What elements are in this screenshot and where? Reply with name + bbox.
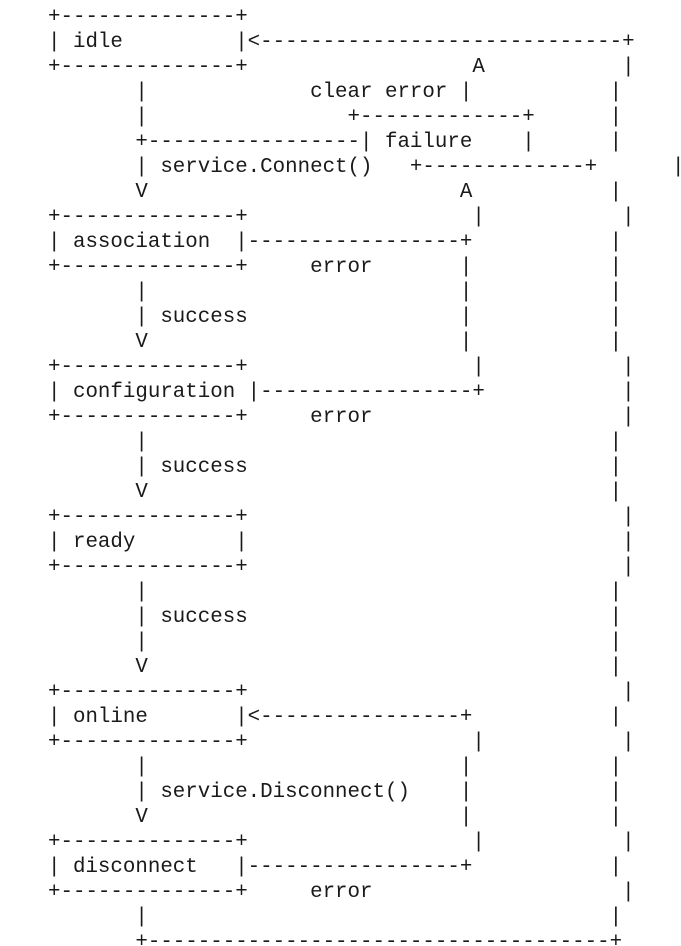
diagram-line: +--------------+ A |	[48, 56, 635, 79]
diagram-line: | association |-----------------+ |	[48, 231, 622, 254]
diagram-line: V |	[48, 656, 622, 679]
diagram-line: +--------------+ | |	[48, 356, 635, 379]
diagram-line: V A |	[48, 181, 622, 204]
diagram-line: +--------------+ error |	[48, 406, 635, 429]
diagram-line: | idle |<-----------------------------+	[48, 31, 635, 54]
diagram-line: V | |	[48, 806, 622, 829]
diagram-line: V | |	[48, 331, 622, 354]
diagram-line: | service.Connect() +-------------+ |	[48, 156, 681, 179]
diagram-line: | disconnect |-----------------+ |	[48, 856, 622, 879]
diagram-line: | |	[48, 581, 622, 604]
diagram-line: +-----------------| failure | |	[48, 131, 622, 154]
diagram-line: +--------------+ | |	[48, 831, 635, 854]
diagram-line: | |	[48, 631, 622, 654]
diagram-line: | +-------------+ |	[48, 106, 622, 129]
diagram-line: +--------------+ |	[48, 681, 635, 704]
diagram-line: +--------------+ |	[48, 556, 635, 579]
diagram-line: | success |	[48, 456, 622, 479]
diagram-line: +-------------------------------------+	[48, 931, 622, 946]
diagram-line: | ready | |	[48, 531, 635, 554]
diagram-line: | clear error | |	[48, 81, 622, 104]
diagram-line: | |	[48, 431, 622, 454]
diagram-line: | configuration |-----------------+ |	[48, 381, 635, 404]
diagram-line: +--------------+ |	[48, 506, 635, 529]
diagram-line: | | |	[48, 281, 622, 304]
diagram-line: | | |	[48, 756, 622, 779]
diagram-line: | service.Disconnect() | |	[48, 781, 622, 804]
diagram-line: | |	[48, 906, 622, 929]
diagram-line: +--------------+	[48, 6, 248, 29]
diagram-line: V |	[48, 481, 622, 504]
diagram-line: +--------------+ | |	[48, 731, 635, 754]
diagram-line: +--------------+ | |	[48, 206, 635, 229]
diagram-line: +--------------+ error |	[48, 881, 635, 904]
diagram-line: | success | |	[48, 306, 622, 329]
diagram-line: | online |<----------------+ |	[48, 706, 622, 729]
diagram-line: | success |	[48, 606, 622, 629]
diagram-line: +--------------+ error | |	[48, 256, 622, 279]
